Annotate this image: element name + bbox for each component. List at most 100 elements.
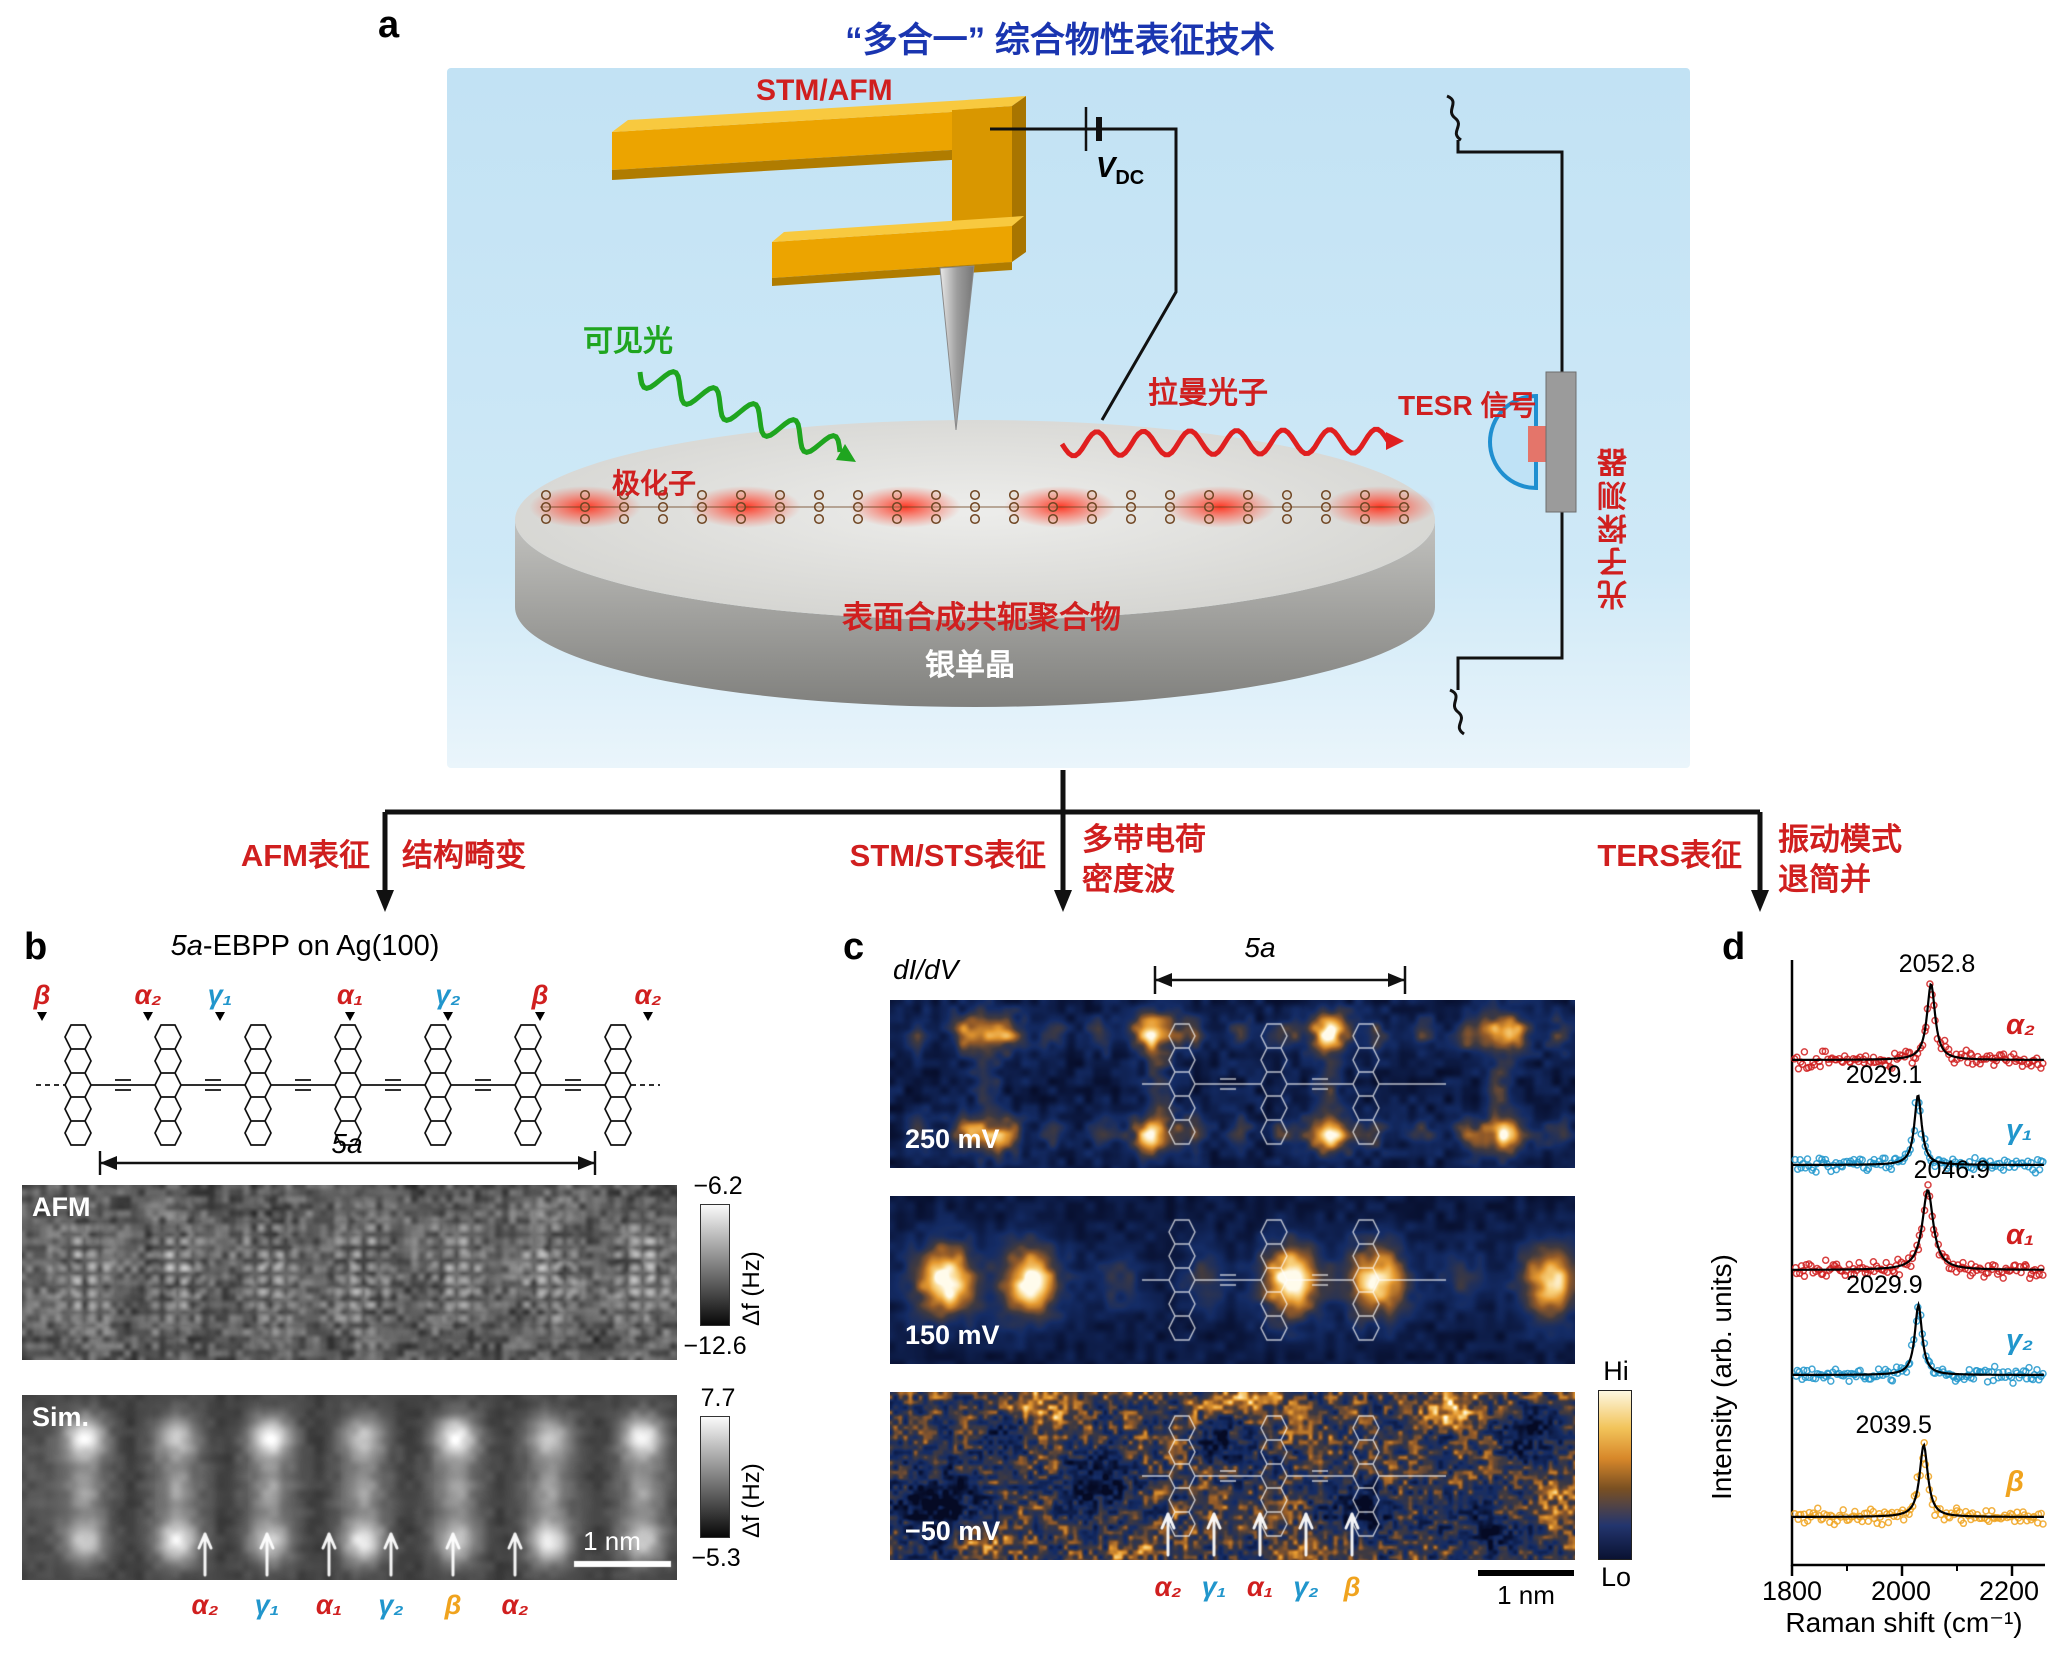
svg-text:γ₁: γ₁ xyxy=(2006,1114,2032,1146)
schematic-panel-a xyxy=(376,68,1769,912)
sim-colorbar-unit: Δf (Hz) xyxy=(738,1463,765,1538)
silver-crystal-disk xyxy=(515,420,1435,707)
spectrum-series-2: 2046.9α₁ xyxy=(1791,1156,2047,1283)
afm-colorbar xyxy=(700,1204,730,1326)
bond-label-text: β xyxy=(531,980,549,1010)
wire-break-icon xyxy=(1449,688,1465,736)
scale-bar-c xyxy=(1478,1570,1574,1576)
mode-label-text: α₁ xyxy=(1246,1572,1274,1602)
panel-c-label: c xyxy=(843,926,865,968)
bond-label-5: β xyxy=(515,980,565,1021)
down-arrow-icon xyxy=(37,1012,47,1021)
down-arrow-icon xyxy=(643,1012,653,1021)
visible-light-beam-icon xyxy=(637,369,843,455)
scale-bar-label-c: 1 nm xyxy=(1497,1580,1555,1610)
wire-break-icon xyxy=(1446,94,1462,142)
lens-icon xyxy=(1488,393,1538,491)
panel-b-title: 5a-EBPP on Ag(100) xyxy=(140,930,470,963)
svg-text:α₂: α₂ xyxy=(2006,1009,2035,1041)
mode-label-c-3: γ₂ xyxy=(1276,1572,1336,1603)
svg-text:γ₂: γ₂ xyxy=(2006,1324,2033,1356)
raman-arrowhead-icon xyxy=(1386,432,1404,450)
down-arrow-icon xyxy=(345,1012,355,1021)
polymer-label: 表面合成共轭聚合物 xyxy=(842,600,1121,635)
visible-light-label: 可见光 xyxy=(583,325,673,358)
afm-image-label: AFM xyxy=(32,1192,91,1222)
vdc-subscript: DC xyxy=(1115,166,1145,189)
raman-photon-label: 拉曼光子 xyxy=(1148,377,1268,410)
photon-detector-label: 光子探测器 xyxy=(1599,445,1632,610)
figure-title: “多合一” 综合物性表征技术 xyxy=(845,21,1275,60)
didv-label: dI/dV xyxy=(893,954,959,985)
branch-afm-method: AFM表征 xyxy=(240,838,370,873)
visible-light-arrowhead-icon xyxy=(836,444,856,462)
spectrum-series-4: 2039.5β xyxy=(1790,1411,2047,1529)
svg-text:2052.8: 2052.8 xyxy=(1899,950,1975,978)
mode-label-text: β xyxy=(1343,1572,1361,1602)
mode-label-text: γ₂ xyxy=(378,1590,404,1620)
mode-label-text: γ₁ xyxy=(254,1590,280,1620)
mode-label-c-2: α₁ xyxy=(1230,1572,1290,1603)
sim-colorbar-min: −5.3 xyxy=(691,1544,741,1572)
colorbar-hi-label: Hi xyxy=(1603,1356,1629,1386)
polymer-chain-molecules xyxy=(529,486,1436,528)
bias-label-150mv: 150 mV xyxy=(905,1320,1000,1350)
mode-label-text: γ₂ xyxy=(1293,1572,1319,1602)
afm-colorbar-unit: Δf (Hz) xyxy=(738,1251,765,1326)
afm-colorbar-max: −6.2 xyxy=(693,1172,743,1200)
y-axis-label: Intensity (arb. units) xyxy=(1706,1254,1737,1500)
down-arrow-icon xyxy=(143,1012,153,1021)
bond-label-1: α₂ xyxy=(123,980,173,1021)
panel-d-label: d xyxy=(1722,926,1746,968)
afm-colorbar-min: −12.6 xyxy=(683,1332,747,1360)
bond-label-4: γ₂ xyxy=(423,980,473,1021)
bias-label-minus50mv: −50 mV xyxy=(905,1516,1001,1546)
spectrum-series-0: 2052.8 α₂ xyxy=(1790,950,2047,1073)
chemical-structure xyxy=(36,1024,660,1175)
svg-text:2029.9: 2029.9 xyxy=(1846,1271,1922,1299)
branch-stm-result-2: 密度波 xyxy=(1082,862,1175,897)
mode-label-text: α₁ xyxy=(315,1590,343,1620)
mode-label-text: α₂ xyxy=(191,1590,219,1620)
branch-stm-result-1: 多带电荷 xyxy=(1082,822,1206,857)
afm-simulation-image xyxy=(22,1395,677,1580)
mode-label-text: γ₁ xyxy=(1201,1572,1227,1602)
bond-label-0: β xyxy=(17,980,67,1021)
mode-label-text: β xyxy=(444,1590,462,1620)
vdc-label: VDC xyxy=(1096,152,1144,190)
afm-image xyxy=(22,1185,677,1360)
photon-detector-icon xyxy=(1488,371,1577,513)
unit-cell-span-arrow xyxy=(1153,966,1407,994)
svg-text:β: β xyxy=(2005,1466,2024,1498)
mode-label-c-0: α₂ xyxy=(1138,1572,1198,1603)
svg-text:α₁: α₁ xyxy=(2006,1219,2034,1251)
panel-b-label: b xyxy=(24,926,48,968)
x-tick-2000: 2000 xyxy=(1870,1576,1932,1606)
bias-circuit-wire xyxy=(990,107,1178,421)
tesr-signal-label: TESR 信号 xyxy=(1398,390,1537,421)
colorbar-lo-label: Lo xyxy=(1600,1562,1632,1592)
down-arrow-icon xyxy=(535,1012,545,1021)
bond-label-text: β xyxy=(33,980,51,1010)
mode-label-b-2: α₁ xyxy=(299,1590,359,1621)
mode-label-b-4: β xyxy=(423,1590,483,1621)
sim-colorbar xyxy=(700,1416,730,1538)
branch-ters-result-2: 退简并 xyxy=(1778,862,1871,897)
didv-map-150mv xyxy=(890,1196,1575,1364)
x-axis-label: Raman shift (cm⁻¹) xyxy=(1785,1607,2023,1638)
panel-b-title-rest: -EBPP on Ag(100) xyxy=(202,930,440,962)
unit-cell-label-b: 5a xyxy=(331,1128,363,1159)
panel-b-title-italic: 5a xyxy=(170,930,203,962)
scale-bar-label-b: 1 nm xyxy=(583,1526,641,1556)
polaron-label: 极化子 xyxy=(612,468,697,499)
sim-colorbar-max: 7.7 xyxy=(700,1384,736,1412)
x-tick-2200: 2200 xyxy=(1978,1576,2040,1606)
didv-map-250mv xyxy=(890,1000,1575,1168)
down-arrow-icon xyxy=(443,1012,453,1021)
didv-map-minus50mv xyxy=(890,1392,1575,1560)
branch-stm-method: STM/STS表征 xyxy=(849,838,1046,873)
bias-label-250mv: 250 mV xyxy=(905,1124,1000,1154)
mode-label-text: α₂ xyxy=(501,1590,529,1620)
raman-photon-beam-icon xyxy=(1059,426,1391,459)
